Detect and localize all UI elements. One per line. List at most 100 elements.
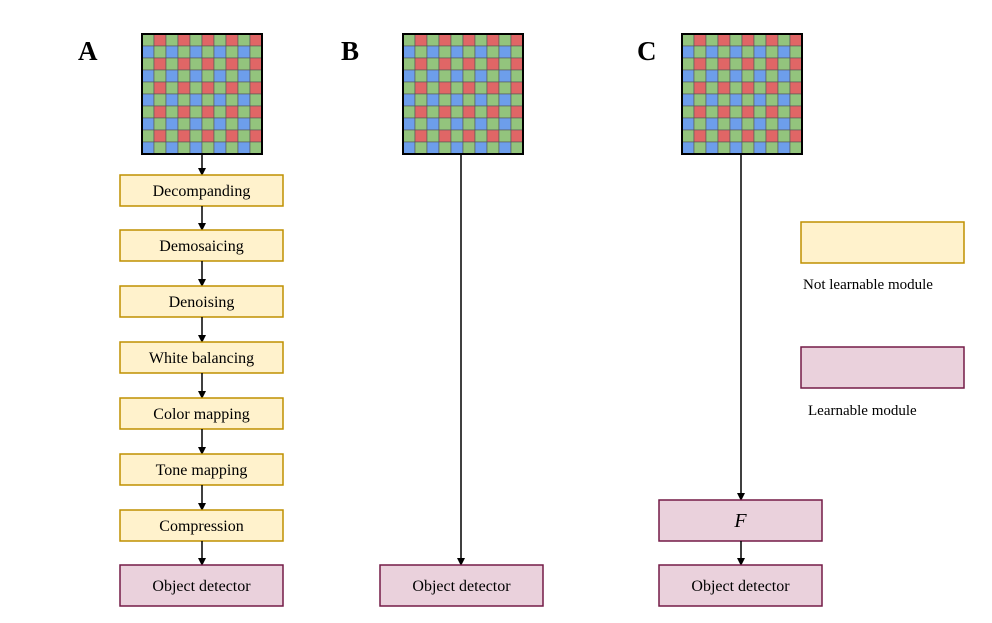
bayer-cell xyxy=(681,45,695,59)
bayer-cell xyxy=(153,117,167,131)
bayer-cell xyxy=(189,45,203,59)
bayer-cell xyxy=(450,57,464,71)
bayer-cell xyxy=(753,33,767,47)
bayer-cell xyxy=(201,33,215,47)
bayer-cell xyxy=(177,105,191,119)
bayer-cell xyxy=(486,141,500,155)
bayer-cell xyxy=(498,81,512,95)
bayer-cell xyxy=(486,129,500,143)
bayer-cell xyxy=(165,69,179,83)
bayer-cell xyxy=(225,141,239,155)
bayer-cell xyxy=(765,105,779,119)
bayer-cell xyxy=(402,69,416,83)
bayer-cell xyxy=(249,57,263,71)
bayer-cell xyxy=(249,93,263,107)
bayer-cell xyxy=(741,45,755,59)
bayer-cell xyxy=(693,105,707,119)
bayer-cell xyxy=(426,105,440,119)
bayer-cell xyxy=(789,33,803,47)
bayer-cell xyxy=(462,141,476,155)
bayer-cell xyxy=(189,141,203,155)
bayer-cell xyxy=(438,81,452,95)
legend-not-learnable-swatch xyxy=(800,221,965,264)
bayer-cell xyxy=(201,93,215,107)
bayer-cell xyxy=(426,141,440,155)
bayer-cell xyxy=(474,57,488,71)
legend: Not learnable module Learnable module xyxy=(800,221,965,419)
bayer-cell xyxy=(438,117,452,131)
bayer-cell xyxy=(177,81,191,95)
bayer-cell xyxy=(753,81,767,95)
bayer-cell xyxy=(741,105,755,119)
bayer-cell xyxy=(474,33,488,47)
bayer-cell xyxy=(141,69,155,83)
bayer-cell xyxy=(486,57,500,71)
bayer-cell xyxy=(225,93,239,107)
bayer-cell xyxy=(510,69,524,83)
bayer-cell xyxy=(153,93,167,107)
bayer-cell xyxy=(402,141,416,155)
module-color-mapping: Color mapping xyxy=(119,397,284,430)
bayer-cell xyxy=(474,69,488,83)
bayer-cell xyxy=(693,45,707,59)
bayer-cell xyxy=(237,93,251,107)
bayer-cell xyxy=(681,33,695,47)
bayer-cell xyxy=(777,33,791,47)
bayer-cell xyxy=(165,33,179,47)
bayer-cell xyxy=(249,33,263,47)
bayer-cell xyxy=(237,57,251,71)
bayer-cell xyxy=(414,141,428,155)
bayer-cell xyxy=(486,33,500,47)
learnable-box xyxy=(658,564,823,607)
bayer-cell xyxy=(237,105,251,119)
bayer-cell xyxy=(201,69,215,83)
bayer-cell xyxy=(705,129,719,143)
bayer-cell xyxy=(705,57,719,71)
bayer-cell xyxy=(450,141,464,155)
bayer-cell xyxy=(705,117,719,131)
bayer-cell xyxy=(753,93,767,107)
bayer-cell xyxy=(693,93,707,107)
module-label: Object detector xyxy=(691,578,790,595)
bayer-cell xyxy=(765,117,779,131)
bayer-cell xyxy=(729,57,743,71)
bayer-cell xyxy=(165,57,179,71)
bayer-cell xyxy=(450,117,464,131)
bayer-cell xyxy=(225,81,239,95)
bayer-cell xyxy=(426,69,440,83)
bayer-cell xyxy=(414,117,428,131)
bayer-cell xyxy=(213,45,227,59)
bayer-cell xyxy=(705,45,719,59)
object-detector-c: Object detector xyxy=(658,564,823,607)
bayer-cell xyxy=(402,105,416,119)
bayer-cell xyxy=(153,57,167,71)
bayer-cell xyxy=(741,57,755,71)
bayer-cell xyxy=(498,45,512,59)
bayer-cell xyxy=(177,57,191,71)
bayer-cell xyxy=(141,45,155,59)
bayer-cell xyxy=(693,141,707,155)
bayer-cell xyxy=(753,141,767,155)
bayer-cell xyxy=(225,105,239,119)
module-label: Tone mapping xyxy=(156,462,248,479)
bayer-cell xyxy=(402,33,416,47)
bayer-cell xyxy=(486,45,500,59)
bayer-cell xyxy=(237,81,251,95)
bayer-cell xyxy=(213,81,227,95)
bayer-cell xyxy=(225,33,239,47)
bayer-cell xyxy=(765,45,779,59)
bayer-cell xyxy=(729,141,743,155)
bayer-cell xyxy=(693,129,707,143)
legend-learnable-label: Learnable module xyxy=(808,403,917,419)
module-label: F xyxy=(733,510,747,532)
bayer-cell xyxy=(177,141,191,155)
bayer-cell xyxy=(402,129,416,143)
bayer-cell xyxy=(717,93,731,107)
bayer-cell xyxy=(249,69,263,83)
bayer-cell xyxy=(705,69,719,83)
bayer-cell xyxy=(165,45,179,59)
module-label: Demosaicing xyxy=(159,238,243,255)
panel-label-c: C xyxy=(637,36,657,66)
bayer-cell xyxy=(426,93,440,107)
bayer-cell xyxy=(153,33,167,47)
